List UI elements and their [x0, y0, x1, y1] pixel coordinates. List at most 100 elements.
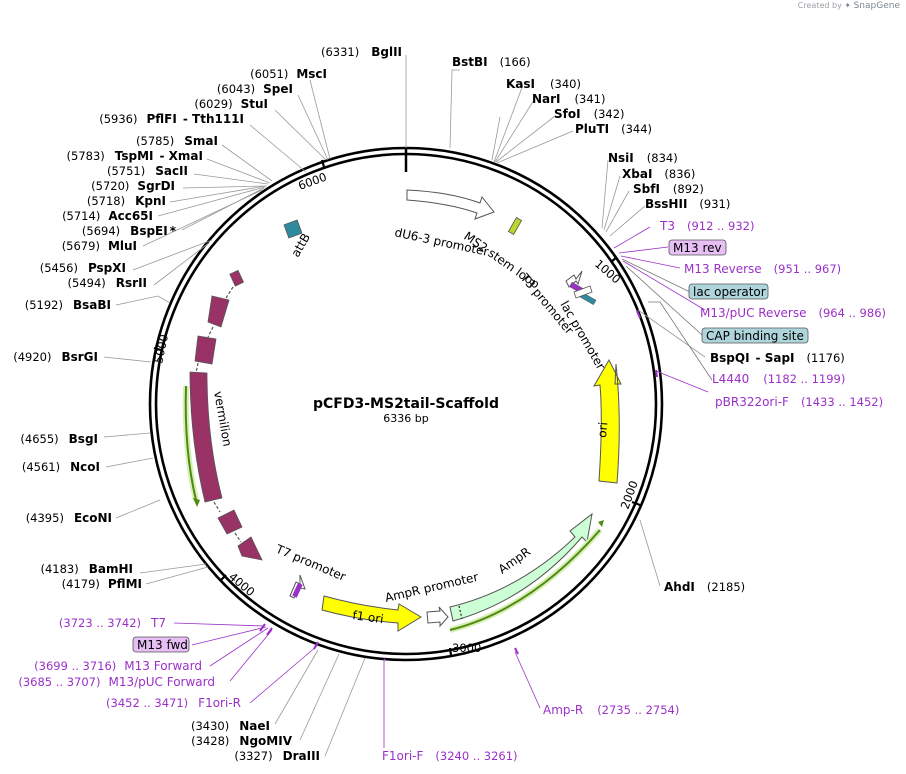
ampr-orf-head	[598, 520, 604, 527]
watermark-brand: SnapGene	[853, 1, 900, 11]
primer-label-m13-forward[interactable]: (3699 .. 3716)M13 Forward	[34, 659, 202, 673]
tick-label-4000: 4000	[226, 570, 257, 600]
primer-labels-left: (3723 .. 3742)T7 M13 fwd (3699 .. 3716)M…	[18, 616, 241, 710]
feature-ori[interactable]	[593, 358, 622, 484]
tick-marks: 1000 2000 3000 4000 5000 6000	[151, 159, 641, 656]
snapgene-watermark: Created by ✦ SnapGene	[798, 1, 900, 11]
enzyme-label-sgrdi[interactable]: (5720)SgrDI	[91, 179, 175, 193]
feature-box-lac-operator[interactable]	[688, 283, 769, 300]
enzyme-lines-left	[103, 55, 407, 757]
enzyme-label-ncoi[interactable]: (4561)NcoI	[22, 460, 100, 474]
primer-label-pbr322ori-f[interactable]: pBR322ori-F(1433 .. 1452)	[715, 395, 883, 409]
vermilion-orf	[184, 385, 197, 501]
plasmid-title: pCFD3-MS2tail-Scaffold	[313, 396, 499, 412]
feature-ms2-stem-loop[interactable]	[507, 217, 523, 235]
enzyme-label-ngomiv[interactable]: (3428)NgoMIV	[191, 734, 293, 748]
feature-attb[interactable]	[283, 219, 303, 239]
tick-label-2000: 2000	[618, 479, 641, 511]
tick-label-5000: 5000	[151, 333, 171, 365]
feature-f1-ori[interactable]	[321, 595, 422, 632]
primer-label-amp-r[interactable]: Amp-R(2735 .. 2754)	[543, 703, 679, 717]
primer-lines-right	[383, 226, 709, 748]
enzyme-label-mlui[interactable]: (5679)MluI	[62, 239, 137, 253]
plasmid-length: 6336 bp	[383, 412, 428, 425]
enzyme-label-bsabi[interactable]: (5192)BsaBI	[25, 298, 111, 312]
vermilion-orf-head	[193, 498, 200, 507]
enzyme-label-kasi[interactable]: KasI(340)	[506, 77, 581, 91]
enzyme-label-bsshii[interactable]: BssHII(931)	[645, 197, 730, 211]
enzyme-label-pflfi-tth111i[interactable]: (5936)PflFI- Tth111I	[99, 112, 244, 126]
enzyme-labels-right: BstBI(166) KasI(340) NarI(341) SfoI(342)…	[452, 55, 845, 594]
primer-label-m13-puc-reverse[interactable]: M13/pUC Reverse(964 .. 986)	[700, 306, 886, 320]
tick-4000	[219, 574, 227, 582]
enzyme-label-draiii[interactable]: (3327)DraIII	[234, 749, 320, 763]
primer-label-f1ori-f[interactable]: F1ori-F(3240 .. 3261)	[382, 749, 518, 763]
primer-label-m13-reverse[interactable]: M13 Reverse(951 .. 967)	[684, 262, 841, 276]
enzyme-label-bamhi[interactable]: (4183)BamHI	[40, 562, 133, 576]
tick-label-3000: 3000	[452, 641, 481, 655]
enzyme-label-bsrgi[interactable]: (4920)BsrGI	[13, 350, 98, 364]
feature-label-vermilion: vermilion	[211, 390, 234, 447]
enzyme-label-pspxi[interactable]: (5494)RsrII	[68, 276, 147, 290]
enzyme-label-sbfi[interactable]: SbfI(892)	[633, 182, 704, 196]
enzyme-label-acc65i[interactable]: (5714)Acc65I	[62, 209, 153, 223]
feature-label-t7-promoter: T7 promoter	[273, 541, 348, 583]
enzyme-label-bglii[interactable]: (6331)BglII	[321, 45, 402, 59]
enzyme-label-naei[interactable]: (3430)NaeI	[191, 719, 270, 733]
enzyme-label-msci[interactable]: (6051)MscI	[250, 67, 327, 81]
enzyme-label-kpni[interactable]: (5718)KpnI	[87, 194, 166, 208]
enzyme-label-tspmi-xmai[interactable]: (5783)TspMI- XmaI	[67, 149, 203, 163]
feature-box-cap-binding-site[interactable]	[701, 327, 809, 344]
feature-du6-3-promoter[interactable]	[406, 189, 495, 220]
primer-label-m13-rev: M13 rev	[673, 241, 722, 255]
primer-label-t7[interactable]: (3723 .. 3742)T7	[59, 616, 166, 630]
primer-lines-left	[173, 622, 318, 704]
watermark-created-by: Created by	[797, 1, 842, 10]
tick-label-6000: 6000	[296, 170, 328, 193]
enzyme-lines-right	[449, 69, 706, 587]
enzyme-label-spei[interactable]: (6043)SpeI	[217, 82, 293, 96]
enzyme-label-pflmi[interactable]: (4179)PflMI	[62, 577, 142, 591]
feature-lines-right	[621, 258, 713, 381]
feature-label-ampr-promoter: AmpR promoter	[384, 570, 480, 605]
enzyme-labels-left: (6331)BglII (6051)MscI (6043)SpeI (6029)…	[13, 45, 402, 763]
primer-label-f1ori-r[interactable]: (3452 .. 3471)F1ori-R	[106, 696, 241, 710]
primer-box-m13-rev[interactable]	[668, 239, 727, 256]
enzyme-label-ahdi[interactable]: AhdI(2185)	[664, 580, 745, 594]
enzyme-label-sacii[interactable]: (5751)SacII	[107, 164, 188, 178]
feature-lac-promoter[interactable]	[573, 285, 593, 299]
feature-label-f1-ori: f1 ori	[352, 608, 385, 626]
ampr-orf	[449, 529, 601, 631]
enzyme-label-bstbi[interactable]: BstBI(166)	[452, 55, 531, 69]
enzyme-label-nsii[interactable]: NsiI(834)	[608, 151, 678, 165]
snapgene-logo-icon: ✦	[844, 1, 852, 10]
tick-3000	[448, 647, 453, 656]
primer-label-t3[interactable]: T3(912 .. 932)	[659, 219, 754, 233]
primer-label-m13-fwd: M13 fwd	[137, 638, 188, 652]
enzyme-label-smai[interactable]: (5785)SmaI	[136, 134, 218, 148]
enzyme-label-xbai[interactable]: XbaI(836)	[622, 167, 695, 181]
feature-label-ampr: AmpR	[496, 544, 533, 576]
feature-ampr[interactable]	[449, 512, 593, 622]
feature-label-cap-binding-site: CAP binding site	[706, 329, 804, 343]
enzyme-label-bspqi-sapi[interactable]: BspQI- SapI(1176)	[710, 351, 845, 365]
primer-labels-right: T3(912 .. 932) M13 rev M13 Reverse(951 .…	[382, 219, 886, 763]
feature-t7-primer-marker[interactable]	[292, 582, 303, 598]
primer-box-m13-fwd[interactable]	[132, 636, 190, 653]
feature-ampr-promoter[interactable]	[426, 606, 449, 628]
enzyme-label-rsrii[interactable]: (5456)PspXI	[40, 261, 126, 275]
enzyme-label-sfoi[interactable]: SfoI(342)	[554, 107, 625, 121]
enzyme-label-pluti[interactable]: PluTI(344)	[575, 122, 652, 136]
feature-label-ori: ori	[595, 421, 610, 438]
feature-vermilion[interactable]	[189, 269, 263, 561]
enzyme-label-nari[interactable]: NarI(341)	[532, 92, 605, 106]
tick-1000	[610, 256, 618, 263]
tick-2000	[631, 500, 641, 507]
enzyme-label-bsgi[interactable]: (4655)BsgI	[20, 432, 98, 446]
primer-label-m13-puc-forward[interactable]: (3685 .. 3707)M13/pUC Forward	[18, 675, 215, 689]
enzyme-label-econi[interactable]: (4395)EcoNI	[26, 511, 112, 525]
primer-label-l4440[interactable]: L4440(1182 .. 1199)	[712, 372, 845, 386]
enzyme-label-stui[interactable]: (6029)StuI	[194, 97, 268, 111]
enzyme-label-bspei[interactable]: (5694)BspEI*	[82, 224, 177, 238]
